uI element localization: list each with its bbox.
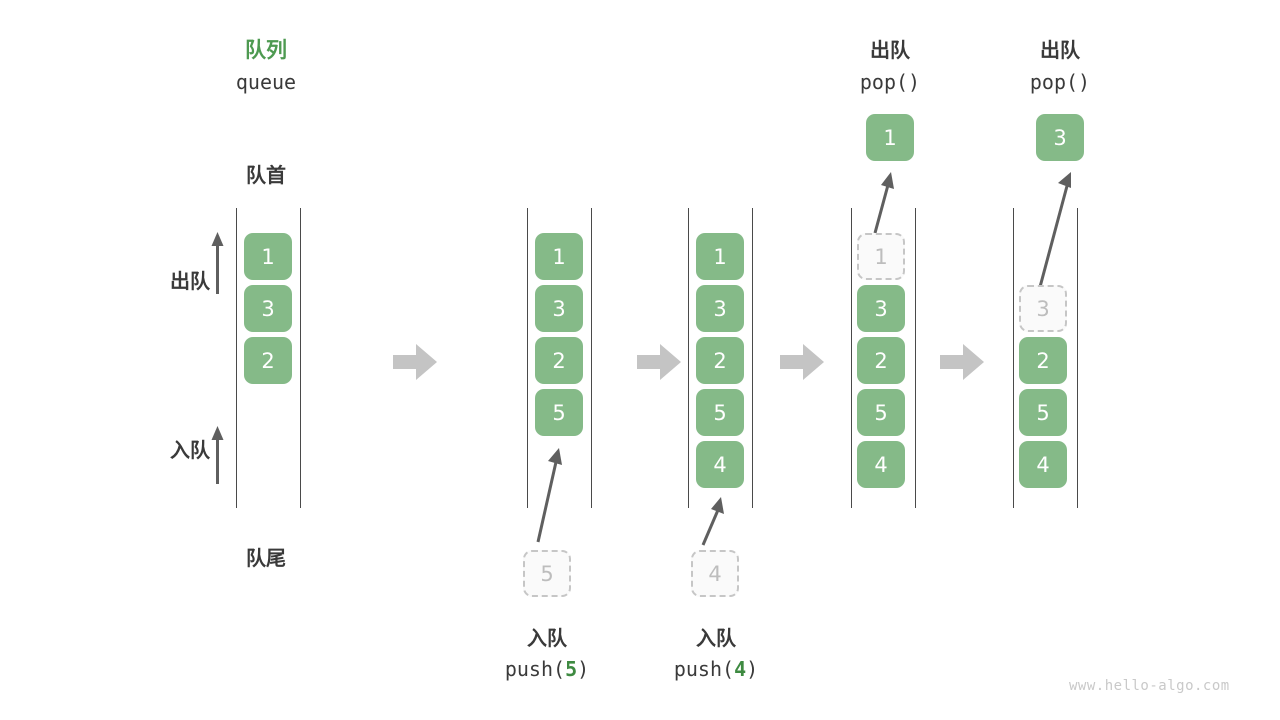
step-separator-arrow-icon	[393, 344, 437, 380]
queue-item: 2	[244, 337, 292, 384]
pop-ghost-box: 3	[1019, 285, 1067, 332]
step-separator-arrow-icon	[637, 344, 681, 380]
queue-item: 1	[535, 233, 583, 280]
queue-rail-right-4	[915, 208, 916, 508]
queue-rail-left-4	[851, 208, 852, 508]
push-caption-code-2: push(5)	[447, 657, 647, 681]
code-pre: push(	[673, 657, 735, 681]
popped-value-box: 3	[1036, 114, 1084, 161]
pop-ghost-box: 1	[857, 233, 905, 280]
queue-item: 2	[857, 337, 905, 384]
push-caption-cn-3: 入队	[696, 626, 736, 650]
code-arg: 4	[734, 657, 747, 681]
watermark: www.hello-algo.com	[1069, 678, 1230, 694]
enqueue-direction-arrow-icon	[211, 426, 224, 484]
pop-caption-code-5: pop()	[1029, 70, 1091, 94]
queue-item: 3	[535, 285, 583, 332]
code-post: )	[577, 657, 590, 681]
queue-item-new: 5	[535, 389, 583, 436]
popped-value-box: 1	[866, 114, 914, 161]
queue-rail-right-2	[591, 208, 592, 508]
queue-rail-right-3	[752, 208, 753, 508]
step-separator-arrow-icon	[940, 344, 984, 380]
queue-item: 1	[244, 233, 292, 280]
push-arrow-icon-2	[536, 448, 562, 543]
push-ghost-box: 4	[691, 550, 739, 597]
queue-item: 3	[244, 285, 292, 332]
queue-item: 3	[857, 285, 905, 332]
dequeue-direction-label: 出队	[170, 269, 210, 293]
queue-rail-left-5	[1013, 208, 1014, 508]
pop-caption-cn-4: 出队	[870, 38, 910, 62]
push-ghost-box: 5	[523, 550, 571, 597]
queue-rail-left-1	[236, 208, 237, 508]
queue-rail-right-1	[300, 208, 301, 508]
queue-rail-left-2	[527, 208, 528, 508]
push-arrow-icon-3	[701, 497, 724, 546]
code-post: )	[746, 657, 759, 681]
pop-caption-code-4: pop()	[859, 70, 921, 94]
queue-item: 2	[1019, 337, 1067, 384]
pop-caption-cn-5: 出队	[1040, 38, 1080, 62]
queue-item: 2	[535, 337, 583, 384]
queue-item: 1	[696, 233, 744, 280]
queue-item: 5	[696, 389, 744, 436]
queue-item: 4	[1019, 441, 1067, 488]
queue-rail-left-3	[688, 208, 689, 508]
code-pre: push(	[504, 657, 566, 681]
step-separator-arrow-icon	[780, 344, 824, 380]
queue-slot-empty	[1019, 233, 1067, 280]
queue-item-new: 4	[696, 441, 744, 488]
queue-item: 4	[857, 441, 905, 488]
queue-title-en: queue	[235, 70, 297, 94]
pop-arrow-icon-4	[873, 172, 894, 234]
queue-item: 2	[696, 337, 744, 384]
rear-label: 队尾	[246, 546, 286, 570]
queue-item: 5	[1019, 389, 1067, 436]
queue-title-cn: 队列	[245, 38, 287, 62]
queue-item: 3	[696, 285, 744, 332]
queue-rail-right-5	[1077, 208, 1078, 508]
push-caption-code-3: push(4)	[616, 657, 816, 681]
push-caption-cn-2: 入队	[527, 626, 567, 650]
dequeue-direction-arrow-icon	[211, 232, 224, 294]
front-label: 队首	[246, 163, 286, 187]
enqueue-direction-label: 入队	[170, 438, 210, 462]
code-arg: 5	[565, 657, 578, 681]
queue-item: 5	[857, 389, 905, 436]
pop-arrow-icon-5	[1038, 172, 1071, 288]
